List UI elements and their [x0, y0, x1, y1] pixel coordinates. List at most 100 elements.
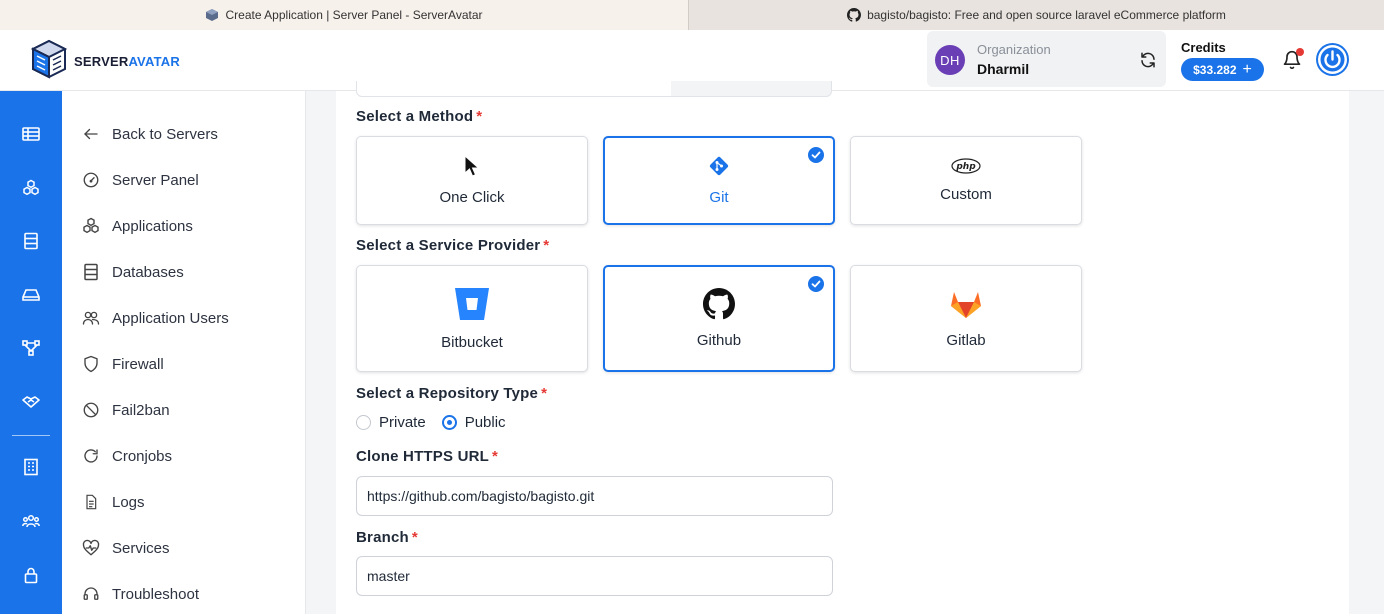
- plus-icon: +: [1242, 60, 1252, 78]
- building-icon[interactable]: [22, 458, 40, 476]
- repo-type-public-label[interactable]: Public: [464, 414, 506, 431]
- organization-switcher[interactable]: DH Organization Dharmil: [927, 31, 1166, 87]
- app-header: SERVERAVATAR DH Organization Dharmil Cre…: [0, 30, 1384, 91]
- sidebar-item-label: Fail2ban: [112, 401, 170, 419]
- branch-label: Branch*: [356, 529, 418, 546]
- sidebar-item-label: Back to Servers: [112, 125, 218, 143]
- method-option-label: Custom: [940, 186, 992, 203]
- sidebar-item-troubleshoot[interactable]: Troubleshoot: [82, 583, 199, 605]
- browser-tab-strip: Create Application | Server Panel - Serv…: [0, 0, 1384, 30]
- clone-url-input[interactable]: https://github.com/bagisto/bagisto.git: [356, 476, 833, 516]
- org-name: Dharmil: [977, 61, 1030, 77]
- icon-rail: [0, 91, 62, 614]
- lock-icon[interactable]: [22, 566, 40, 584]
- databases-icon[interactable]: [22, 232, 40, 250]
- method-option-custom[interactable]: php Custom: [850, 136, 1082, 225]
- credits-label: Credits: [1181, 40, 1226, 55]
- sidebar-item-label: Application Users: [112, 309, 229, 327]
- sidebar-item-logs[interactable]: Logs: [82, 491, 145, 513]
- cursor-icon: [463, 154, 481, 181]
- branch-input[interactable]: master: [356, 556, 833, 596]
- gitlab-icon: [949, 288, 983, 324]
- rail-divider: [12, 435, 50, 436]
- credits-amount: $33.282: [1193, 62, 1237, 77]
- method-option-label: One Click: [439, 189, 505, 206]
- browser-tab-inactive[interactable]: bagisto/bagisto: Free and open source la…: [688, 0, 1384, 30]
- add-credits-button[interactable]: $33.282 +: [1181, 58, 1264, 81]
- sidebar-item-cronjobs[interactable]: Cronjobs: [82, 445, 172, 467]
- clone-url-label: Clone HTTPS URL*: [356, 448, 499, 465]
- sidebar-item-label: Troubleshoot: [112, 585, 199, 603]
- create-application-form: Select a Method* One Click Git php Custo…: [336, 81, 1349, 614]
- handshake-icon[interactable]: [22, 393, 40, 411]
- repo-type-label: Select a Repository Type*: [356, 385, 548, 402]
- git-icon: [708, 155, 730, 181]
- logo-text-part2: AVATAR: [128, 54, 180, 69]
- ban-icon: [82, 401, 100, 419]
- headset-icon: [82, 585, 100, 603]
- repo-type-radio-group: Private Public: [356, 414, 506, 431]
- browser-tab-active[interactable]: Create Application | Server Panel - Serv…: [0, 0, 688, 30]
- svg-text:php: php: [955, 162, 976, 172]
- previous-field-edge: [356, 81, 832, 97]
- method-option-one-click[interactable]: One Click: [356, 136, 588, 225]
- credits-block: Credits $33.282 +: [1181, 40, 1264, 81]
- provider-option-github[interactable]: Github: [603, 265, 835, 372]
- server-list-icon[interactable]: [22, 125, 40, 143]
- sidebar-item-label: Cronjobs: [112, 447, 173, 465]
- provider-option-label: Gitlab: [946, 332, 986, 349]
- selected-check-icon: [808, 147, 824, 163]
- bitbucket-icon: [453, 286, 491, 326]
- sidebar-item-label: Logs: [112, 493, 145, 511]
- repo-type-private-label[interactable]: Private: [379, 414, 426, 431]
- notification-dot: [1296, 48, 1304, 56]
- notification-bell-icon[interactable]: [1282, 48, 1304, 71]
- provider-option-bitbucket[interactable]: Bitbucket: [356, 265, 588, 372]
- branch-value: master: [367, 568, 410, 584]
- users-icon: [82, 309, 100, 327]
- serveravatar-logo-icon: [30, 39, 68, 84]
- swap-icon[interactable]: [1139, 51, 1157, 69]
- user-menu-power-icon[interactable]: [1316, 43, 1349, 76]
- sidebar-item-label: Server Panel: [112, 171, 199, 189]
- logo-text: SERVERAVATAR: [74, 54, 180, 69]
- github-favicon-icon: [847, 8, 862, 22]
- method-option-git[interactable]: Git: [603, 136, 835, 225]
- selected-check-icon: [808, 276, 824, 292]
- serveravatar-logo[interactable]: SERVERAVATAR: [30, 39, 180, 84]
- repo-type-public-radio[interactable]: [441, 415, 457, 430]
- provider-label: Select a Service Provider*: [356, 237, 550, 254]
- method-label: Select a Method*: [356, 108, 483, 125]
- php-icon: php: [951, 158, 981, 178]
- repo-type-private-radio[interactable]: [356, 415, 371, 430]
- team-icon[interactable]: [22, 512, 40, 530]
- sidebar-item-label: Applications: [112, 217, 193, 235]
- sidebar-item-fail2ban[interactable]: Fail2ban: [82, 399, 170, 421]
- sidebar-item-applications[interactable]: Applications: [82, 215, 193, 237]
- refresh-icon: [82, 447, 100, 465]
- org-avatar: DH: [935, 45, 965, 75]
- serveravatar-favicon-icon: [205, 8, 219, 22]
- applications-icon[interactable]: [22, 179, 40, 197]
- sidebar-item-firewall[interactable]: Firewall: [82, 353, 164, 375]
- provider-option-gitlab[interactable]: Gitlab: [850, 265, 1082, 372]
- provider-option-label: Bitbucket: [441, 334, 503, 351]
- sidebar-item-label: Databases: [112, 263, 184, 281]
- sidebar-item-databases[interactable]: Databases: [82, 261, 184, 283]
- sidebar-item-back-to-servers[interactable]: Back to Servers: [82, 123, 218, 145]
- sidebar-item-application-users[interactable]: Application Users: [82, 307, 229, 329]
- gauge-icon: [82, 171, 100, 189]
- database-icon: [82, 263, 100, 281]
- network-icon[interactable]: [22, 339, 40, 357]
- sidebar-item-services[interactable]: Services: [82, 537, 170, 559]
- sidebar-item-server-panel[interactable]: Server Panel: [82, 169, 199, 191]
- sidebar-item-label: Services: [112, 539, 170, 557]
- github-icon: [703, 288, 735, 324]
- arrow-left-icon: [82, 125, 100, 143]
- browser-tab-title: Create Application | Server Panel - Serv…: [225, 8, 483, 22]
- logo-text-part1: SERVER: [74, 54, 129, 69]
- shield-icon: [82, 355, 100, 373]
- storage-icon[interactable]: [22, 286, 40, 304]
- applications-icon: [82, 217, 100, 235]
- method-option-label: Git: [709, 189, 729, 206]
